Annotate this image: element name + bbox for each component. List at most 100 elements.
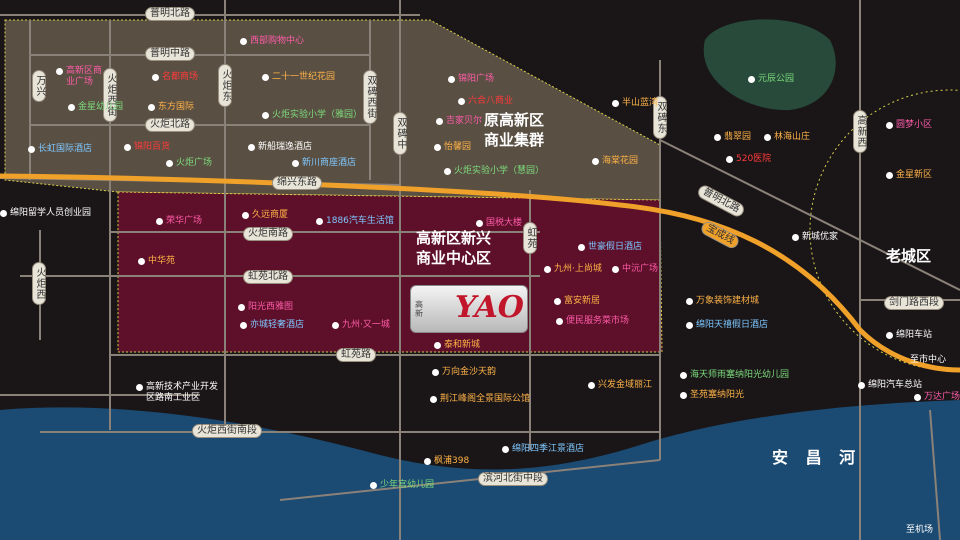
poi-label[interactable]: 吉家贝尔 (446, 116, 483, 126)
poi-label[interactable]: 阳光西雅图 (248, 302, 294, 312)
poi-marker[interactable] (726, 156, 733, 163)
poi-marker[interactable] (680, 392, 687, 399)
poi-marker[interactable] (886, 122, 893, 129)
poi-marker[interactable] (436, 118, 443, 125)
poi-label[interactable]: 世豪假日酒店 (588, 242, 643, 252)
poi-label[interactable]: 新船瑞逸酒店 (258, 142, 313, 152)
poi-marker[interactable] (430, 396, 437, 403)
poi-marker[interactable] (886, 332, 893, 339)
poi-marker[interactable] (578, 244, 585, 251)
poi-label[interactable]: 绵阳留学人员创业园 (10, 208, 92, 218)
poi-marker[interactable] (432, 369, 439, 376)
poi-marker[interactable] (444, 168, 451, 175)
poi-marker[interactable] (136, 384, 143, 391)
poi-label[interactable]: 西部购物中心 (250, 36, 305, 46)
poi-marker[interactable] (914, 394, 921, 401)
poi-marker[interactable] (764, 134, 771, 141)
poi-marker[interactable] (242, 212, 249, 219)
poi-marker[interactable] (166, 160, 173, 167)
poi-label[interactable]: 少年宫幼儿园 (380, 480, 435, 490)
poi-label[interactable]: 半山蓝湾 (622, 98, 659, 108)
poi-marker[interactable] (156, 218, 163, 225)
poi-label[interactable]: 九州·又一城 (342, 320, 390, 330)
poi-label[interactable]: 久远商厦 (252, 210, 289, 220)
poi-label[interactable]: 亦城轻奢酒店 (250, 320, 305, 330)
poi-label[interactable]: 绵阳车站 (896, 330, 933, 340)
poi-marker[interactable] (434, 144, 441, 151)
poi-label[interactable]: 富安新居 (564, 296, 601, 306)
poi-marker[interactable] (240, 38, 247, 45)
poi-label[interactable]: 泰和新城 (444, 340, 481, 350)
poi-label[interactable]: 万象装饰建材城 (696, 296, 760, 306)
poi-label[interactable]: 火炬广场 (176, 158, 213, 168)
poi-marker[interactable] (858, 382, 865, 389)
poi-marker[interactable] (68, 104, 75, 111)
poi-label[interactable]: 万达广场 (924, 392, 960, 402)
poi-label[interactable]: 怡馨园 (444, 142, 472, 152)
poi-label[interactable]: 兴发金域丽江 (598, 380, 653, 390)
poi-marker[interactable] (316, 218, 323, 225)
poi-marker[interactable] (886, 172, 893, 179)
project-logo[interactable]: 高新 YAO (410, 285, 528, 333)
poi-label[interactable]: 新川商座酒店 (302, 158, 357, 168)
poi-marker[interactable] (448, 76, 455, 83)
poi-label[interactable]: 中沅广场 (622, 264, 659, 274)
poi-marker[interactable] (248, 144, 255, 151)
poi-marker[interactable] (240, 322, 247, 329)
poi-label[interactable]: 1886汽车生活馆 (326, 216, 394, 226)
poi-label[interactable]: 金星幼儿园 (78, 102, 124, 112)
poi-marker[interactable] (148, 104, 155, 111)
poi-label[interactable]: 九州·上尚城 (554, 264, 602, 274)
poi-marker[interactable] (714, 134, 721, 141)
poi-marker[interactable] (124, 144, 131, 151)
poi-marker[interactable] (370, 482, 377, 489)
poi-marker[interactable] (544, 266, 551, 273)
poi-label[interactable]: 海天师雨塞纳阳光幼儿园 (690, 370, 790, 380)
poi-label[interactable]: 金星新区 (896, 170, 933, 180)
poi-marker[interactable] (28, 146, 35, 153)
poi-marker[interactable] (680, 372, 687, 379)
poi-marker[interactable] (592, 158, 599, 165)
poi-marker[interactable] (588, 382, 595, 389)
poi-marker[interactable] (292, 160, 299, 167)
poi-label[interactable]: 绵阳汽车总站 (868, 380, 923, 390)
poi-marker[interactable] (56, 68, 63, 75)
poi-label[interactable]: 新城优家 (802, 232, 839, 242)
poi-marker[interactable] (332, 322, 339, 329)
poi-marker[interactable] (748, 76, 755, 83)
poi-marker[interactable] (458, 98, 465, 105)
poi-label[interactable]: 锦阳百货 (134, 142, 171, 152)
poi-marker[interactable] (792, 234, 799, 241)
poi-marker[interactable] (238, 304, 245, 311)
poi-label[interactable]: 荆江峰阁全景国际公馆 (440, 394, 531, 404)
poi-marker[interactable] (686, 322, 693, 329)
poi-marker[interactable] (612, 100, 619, 107)
poi-marker[interactable] (686, 298, 693, 305)
poi-marker[interactable] (424, 458, 431, 465)
poi-label[interactable]: 圣苑塞纳阳光 (690, 390, 745, 400)
poi-label[interactable]: 翡翠园 (724, 132, 752, 142)
poi-label[interactable]: 长虹国际酒店 (38, 144, 93, 154)
poi-label[interactable]: 高新技术产业开发区路南工业区 (146, 382, 219, 403)
poi-marker[interactable] (556, 318, 563, 325)
poi-label[interactable]: 绵阳天禧假日酒店 (696, 320, 769, 330)
poi-label[interactable]: 海棠花园 (602, 156, 639, 166)
poi-label[interactable]: 绵阳四季江景酒店 (512, 444, 585, 454)
poi-marker[interactable] (262, 112, 269, 119)
poi-label[interactable]: 火炬实验小学（慧园） (454, 166, 545, 176)
poi-label[interactable]: 东方国际 (158, 102, 195, 112)
poi-label[interactable]: 便民服务菜市场 (566, 316, 630, 326)
poi-marker[interactable] (152, 74, 159, 81)
poi-label[interactable]: 名都商场 (162, 72, 199, 82)
poi-label[interactable]: 枫浦398 (434, 456, 470, 466)
poi-label[interactable]: 元辰公园 (758, 74, 795, 84)
poi-label[interactable]: 六合八商业 (468, 96, 514, 106)
poi-marker[interactable] (262, 74, 269, 81)
poi-marker[interactable] (476, 220, 483, 227)
poi-label[interactable]: 中华苑 (148, 256, 176, 266)
poi-marker[interactable] (612, 266, 619, 273)
poi-marker[interactable] (138, 258, 145, 265)
poi-marker[interactable] (0, 210, 7, 217)
poi-label[interactable]: 国税大楼 (486, 218, 523, 228)
poi-label[interactable]: 林海山庄 (774, 132, 811, 142)
